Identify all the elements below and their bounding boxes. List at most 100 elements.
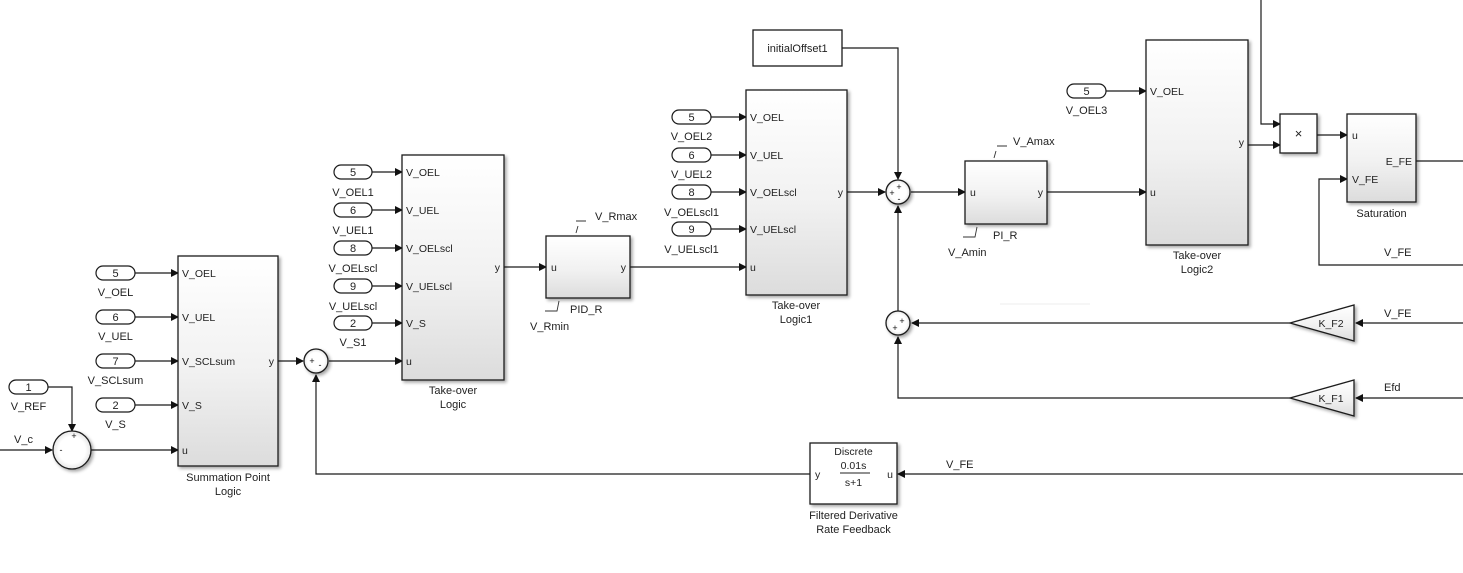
wire-vref [48, 386, 76, 432]
port-label: u [551, 262, 557, 274]
port-label: u [887, 469, 893, 481]
block-name: Filtered Derivative [809, 510, 898, 522]
inport-name: V_UEL2 [671, 169, 712, 181]
saturation-block[interactable]: u V_FE E_FE Saturation [1346, 113, 1417, 220]
inport-v-uelscl1[interactable]: 9 V_UELscl1 [664, 221, 719, 256]
inport-v-s1[interactable]: 2 V_S1 [333, 315, 373, 349]
tf-numerator: 0.01s [841, 460, 867, 472]
sign-top: + [71, 431, 76, 441]
inport-number: 6 [350, 205, 356, 217]
pid-r-block[interactable]: u y V_Rmax PID_R V_Rmin [530, 211, 638, 333]
inport-v-ref[interactable]: 1 V_REF [8, 379, 49, 413]
product-block[interactable]: × [1279, 113, 1318, 154]
inport-number: 5 [1083, 86, 1089, 98]
port-label: V_OEL [750, 112, 784, 124]
port-label: V_OELscl [750, 187, 797, 199]
sign-left: + [309, 356, 314, 366]
port-label: V_SCLsum [182, 356, 235, 368]
inport-v-uelscl[interactable]: 9 V_UELscl [329, 278, 377, 313]
sum-block-1[interactable]: + - [52, 430, 92, 470]
inport-v-uel1[interactable]: 6 V_UEL1 [333, 202, 374, 237]
signal-label-vc: V_c [14, 434, 33, 446]
inport-number: 2 [112, 400, 118, 412]
gain-label: K_F2 [1318, 318, 1343, 330]
inport-v-oelscl1[interactable]: 8 V_OELscl1 [664, 184, 719, 219]
inport-v-uel2[interactable]: 6 V_UEL2 [671, 147, 712, 181]
limit-label-max: V_Rmax [595, 211, 638, 223]
gain-kf2-block[interactable]: K_F2 [1287, 304, 1355, 342]
takeover-logic1-block[interactable]: V_OEL V_UEL V_OELscl V_UELscl u y Take-o… [745, 89, 848, 326]
port-label: V_UELscl [406, 281, 452, 293]
sign-bottom: - [898, 194, 901, 204]
inport-v-s[interactable]: 2 V_S [95, 397, 136, 431]
port-label: V_S [182, 400, 202, 412]
inport-name: V_SCLsum [88, 375, 144, 387]
block-name: PI_R [993, 230, 1018, 242]
port-label: V_OEL [182, 268, 216, 280]
inport-v-sclsum[interactable]: 7 V_SCLsum [88, 353, 144, 387]
port-label: V_UEL [750, 150, 783, 162]
inport-v-oel1[interactable]: 5 V_OEL1 [332, 164, 374, 199]
inport-v-uel[interactable]: 6 V_UEL [95, 309, 136, 343]
port-label: u [1352, 130, 1358, 142]
block-name: Logic [440, 399, 467, 411]
sign-right: + [899, 316, 904, 326]
port-label: y [1239, 137, 1245, 149]
inport-v-oelscl[interactable]: 8 V_OELscl [329, 240, 378, 275]
inport-name: V_OEL1 [332, 187, 374, 199]
multiply-icon: × [1295, 126, 1303, 141]
signal-label-efd: Efd [1384, 382, 1401, 394]
wire [1260, 0, 1281, 128]
inport-name: V_UELscl [329, 301, 377, 313]
block-name: Take-over [772, 300, 821, 312]
inport-name: V_OEL [98, 287, 133, 299]
block-name: Take-over [429, 385, 478, 397]
gain-label: K_F1 [1318, 393, 1343, 405]
port-label: V_UEL [406, 205, 439, 217]
inport-number: 6 [688, 150, 694, 162]
sum-block-2[interactable]: + - [303, 348, 329, 374]
gain-kf1-block[interactable]: K_F1 [1287, 379, 1355, 417]
block-name: Summation Point [186, 472, 270, 484]
filtered-derivative-block[interactable]: Discrete 0.01s s+1 y u Filtered Derivati… [809, 442, 898, 536]
port-label: u [406, 356, 412, 368]
wire-derivative-feedback [312, 374, 810, 475]
summation-point-logic-block[interactable]: V_OEL V_UEL V_SCLsum V_S u y Summation P… [177, 255, 279, 498]
block-name: Logic1 [780, 314, 812, 326]
signal-label-vfe-sat: V_FE [1384, 247, 1412, 259]
port-label: V_OELscl [406, 243, 453, 255]
block-name: Saturation [1356, 208, 1406, 220]
inport-name: V_OELscl1 [664, 207, 719, 219]
takeover-logic-block[interactable]: V_OEL V_UEL V_OELscl V_UELscl V_S u y Ta… [401, 154, 505, 411]
inport-v-oel2[interactable]: 5 V_OEL2 [671, 109, 713, 143]
block-name: PID_R [570, 304, 602, 316]
port-label: V_S [406, 318, 426, 330]
inport-v-oel3[interactable]: 5 V_OEL3 [1066, 83, 1108, 117]
sign-top: + [896, 182, 901, 192]
inport-v-oel[interactable]: 5 V_OEL [95, 265, 136, 299]
signal-label-vfe-kf2: V_FE [1384, 308, 1412, 320]
tf-title: Discrete [834, 446, 873, 458]
inport-number: 8 [350, 243, 356, 255]
inport-name: V_OEL2 [671, 131, 713, 143]
port-label: V_UELscl [750, 224, 796, 236]
port-label: y [621, 262, 627, 274]
inport-number: 5 [688, 112, 694, 124]
port-label: V_UEL [182, 312, 215, 324]
port-label: u [182, 445, 188, 457]
tf-denominator: s+1 [845, 477, 862, 489]
sum-block-3[interactable]: + + - [885, 179, 911, 205]
takeover-logic2-block[interactable]: V_OEL u y Take-over Logic2 [1145, 39, 1249, 276]
sum-block-4[interactable]: + + [885, 310, 911, 336]
sign-bottom: - [319, 360, 322, 370]
inport-number: 6 [112, 312, 118, 324]
wire [1318, 175, 1463, 266]
port-label: u [750, 262, 756, 274]
inport-name: V_UELscl1 [664, 244, 718, 256]
initial-offset-constant[interactable]: initialOffset1 [752, 29, 843, 67]
inport-number: 1 [25, 382, 31, 394]
port-label: V_OEL [1150, 86, 1184, 98]
inport-number: 9 [350, 281, 356, 293]
pi-r-block[interactable]: u y V_Amax PI_R V_Amin [948, 136, 1055, 259]
